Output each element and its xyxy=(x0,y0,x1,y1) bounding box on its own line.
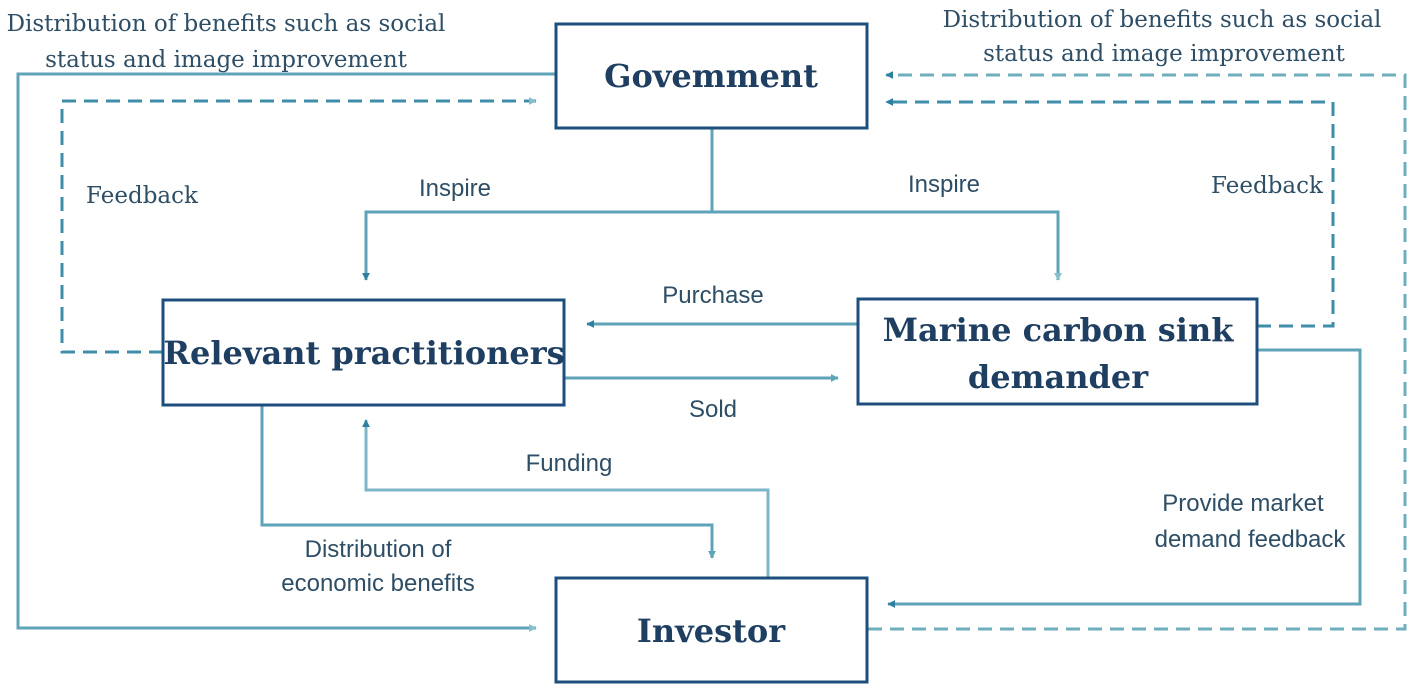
node-government: Govemment xyxy=(554,22,869,130)
node-demander-label-line2: demander xyxy=(968,358,1149,396)
label-benefits-right-line2: status and image improvement xyxy=(983,41,1346,67)
label-purchase: Purchase xyxy=(662,282,763,309)
arrow-feedback-right xyxy=(885,98,1335,328)
node-investor-label: Investor xyxy=(637,612,786,650)
label-feedback-right: Feedback xyxy=(1211,173,1324,199)
arrow-gov-to-investor xyxy=(16,72,556,632)
label-market-line2: demand feedback xyxy=(1155,526,1347,553)
label-funding: Funding xyxy=(526,450,613,477)
label-feedback-left: Feedback xyxy=(86,183,199,209)
node-government-label: Govemment xyxy=(604,57,818,95)
node-investor: Investor xyxy=(554,576,869,684)
arrow-inspire-left xyxy=(362,210,712,281)
label-market-line1: Provide market xyxy=(1162,490,1324,517)
label-sold: Sold xyxy=(689,396,737,423)
arrow-benefits-right xyxy=(868,71,1407,631)
node-demander-label-line1: Marine carbon sink xyxy=(883,311,1235,349)
label-benefits-left-line1: Distribution of benefits such as social xyxy=(7,11,446,37)
arrow-economic-benefits xyxy=(260,405,716,559)
arrow-funding xyxy=(362,419,770,578)
label-benefits-left-line2: status and image improvement xyxy=(45,47,408,73)
label-economic-line2: economic benefits xyxy=(281,570,474,597)
node-practitioners-label: Relevant practitioners xyxy=(163,334,564,372)
node-practitioners: Relevant practitioners xyxy=(161,298,566,407)
label-benefits-right-line1: Distribution of benefits such as social xyxy=(943,7,1382,33)
node-demander: Marine carbon sink demander xyxy=(856,297,1259,406)
label-inspire-right: Inspire xyxy=(908,171,980,198)
arrow-market-feedback xyxy=(887,348,1362,608)
label-inspire-left: Inspire xyxy=(419,175,491,202)
arrow-inspire-right xyxy=(712,210,1062,281)
arrow-feedback-left xyxy=(60,97,537,354)
label-economic-line1: Distribution of xyxy=(305,536,452,563)
